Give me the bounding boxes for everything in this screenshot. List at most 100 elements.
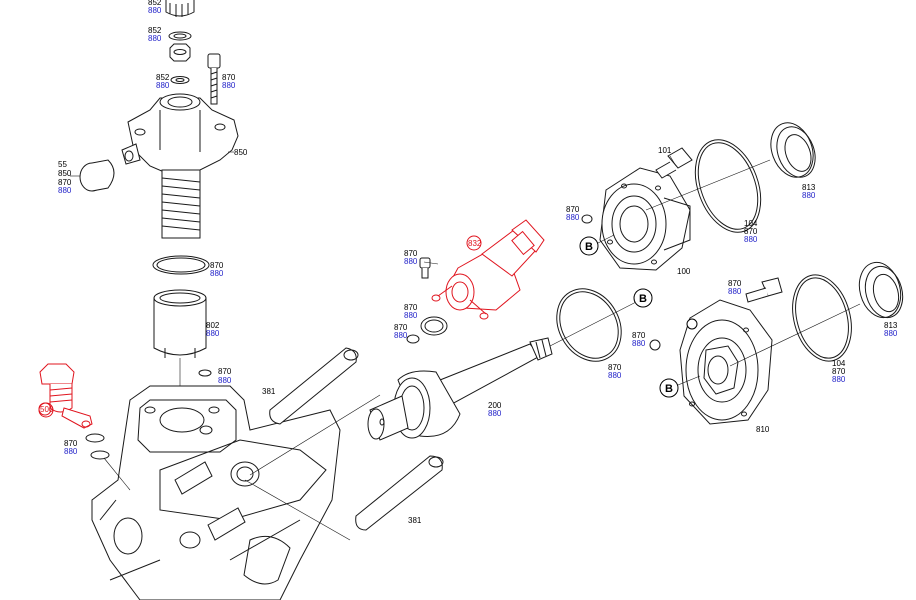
label-55: 55 850 870 880: [58, 160, 72, 195]
valve-seal-2: [90, 450, 110, 460]
svg-text:802: 802: [206, 321, 220, 330]
svg-text:850: 850: [58, 169, 72, 178]
shaft-seal-813-bottom: [858, 261, 904, 319]
svg-text:813: 813: [884, 321, 898, 330]
flange-gasket-top: [694, 139, 762, 233]
label-870-spring: 870 880: [210, 261, 224, 278]
label-852-b: 852 880: [148, 26, 162, 43]
svg-text:880: 880: [744, 235, 758, 244]
label-870-flange-top: 870 880: [566, 205, 580, 222]
svg-text:870: 870: [394, 323, 408, 332]
label-870-bolt: 870 880: [222, 73, 236, 90]
svg-text:832: 832: [468, 239, 482, 248]
ref-marker-b-4: [686, 318, 698, 330]
pressure-valve-500: [38, 363, 93, 429]
svg-text:870: 870: [222, 73, 236, 82]
svg-text:880: 880: [222, 81, 236, 90]
plunger-spring: [161, 169, 201, 239]
label-870-oring2: 870 880: [394, 323, 408, 340]
svg-text:880: 880: [832, 375, 846, 384]
label-802: 802 880: [206, 321, 220, 338]
svg-text:880: 880: [218, 376, 232, 385]
svg-text:880: 880: [206, 329, 220, 338]
drive-pin-top: [269, 347, 359, 425]
flange-bolt-bottom: [745, 277, 783, 303]
flange-gasket-bottom: [792, 274, 852, 362]
label-852-top: 852 880: [148, 0, 162, 15]
drive-pin-bottom: [355, 455, 444, 531]
barrel-flange: [121, 93, 239, 173]
roller-tappet: [153, 289, 207, 358]
label-870-sensor: 870 880: [404, 249, 418, 266]
svg-text:104: 104: [744, 219, 758, 228]
svg-text:852: 852: [156, 73, 170, 82]
svg-text:880: 880: [404, 257, 418, 266]
svg-text:852: 852: [148, 0, 162, 7]
svg-text:870: 870: [608, 363, 622, 372]
svg-text:870: 870: [64, 439, 78, 448]
ref-marker-b-1: B: [579, 236, 599, 256]
label-813-bottom: 813 880: [884, 321, 898, 338]
svg-text:880: 880: [394, 331, 408, 340]
label-870-oring: 870 880: [404, 303, 418, 320]
label-381-top: 381: [262, 387, 276, 396]
plug: [79, 159, 115, 192]
label-104-bottom: 104 870 880: [832, 359, 846, 384]
label-852-c: 852 880: [156, 73, 170, 90]
svg-text:880: 880: [156, 81, 170, 90]
svg-text:870: 870: [404, 249, 418, 258]
svg-text:880: 880: [566, 213, 580, 222]
label-870-mid: 870 880: [608, 363, 622, 380]
washer: [170, 76, 190, 84]
svg-text:55: 55: [58, 160, 67, 169]
label-101: 101: [658, 146, 672, 155]
svg-text:880: 880: [884, 329, 898, 338]
svg-text:880: 880: [64, 447, 78, 456]
spring-seat-ring: [152, 255, 210, 275]
drive-shaft: [367, 299, 641, 441]
front-flange-top: [599, 167, 691, 271]
svg-text:200: 200: [488, 401, 502, 410]
svg-text:870: 870: [404, 303, 418, 312]
flange-washer-bottom: [649, 339, 661, 351]
front-flange-bottom: [679, 299, 773, 425]
flange-washer-top: [581, 214, 593, 224]
svg-text:870: 870: [632, 331, 646, 340]
gasket-ring: [556, 288, 622, 362]
svg-text:870: 870: [832, 367, 846, 376]
label-870-left: 870 880: [64, 439, 78, 456]
svg-text:880: 880: [210, 269, 224, 278]
svg-text:880: 880: [404, 311, 418, 320]
label-500: 500: [38, 402, 54, 416]
svg-text:104: 104: [832, 359, 846, 368]
svg-text:880: 880: [148, 6, 162, 15]
svg-text:870: 870: [58, 178, 72, 187]
svg-text:852: 852: [148, 26, 162, 35]
svg-text:500: 500: [40, 405, 54, 414]
seal-ring: [168, 31, 192, 41]
svg-text:B: B: [585, 241, 593, 253]
svg-text:880: 880: [608, 371, 622, 380]
metering-unit-832: [431, 219, 545, 320]
svg-text:B: B: [639, 293, 647, 305]
pump-element-assembly: [79, 0, 239, 398]
svg-text:880: 880: [58, 186, 72, 195]
svg-text:880: 880: [148, 34, 162, 43]
label-832: 832: [466, 235, 482, 251]
top-fitting: [165, 0, 195, 17]
label-870-flange-bottom: 870 880: [728, 279, 742, 296]
svg-text:870: 870: [566, 205, 580, 214]
ref-marker-b-3: B: [659, 378, 679, 398]
svg-text:880: 880: [802, 191, 816, 200]
label-850: 850: [234, 148, 248, 157]
svg-text:870: 870: [210, 261, 224, 270]
svg-text:880: 880: [488, 409, 502, 418]
sensor-screw: [419, 257, 431, 279]
pump-housing: [91, 385, 381, 600]
svg-text:880: 880: [632, 339, 646, 348]
svg-text:870: 870: [728, 279, 742, 288]
label-104-top: 104 870 880: [744, 219, 758, 244]
shaft-oring-2: [406, 334, 420, 344]
